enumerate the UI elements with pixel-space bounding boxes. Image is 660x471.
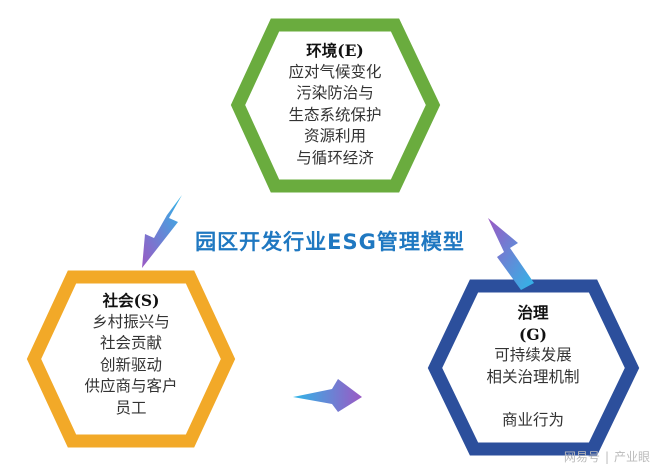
environment-item: 应对气候变化 <box>288 62 382 81</box>
environment-hexagon <box>230 18 441 193</box>
social-hexagon <box>26 270 236 448</box>
environment-item: 生态系统保护 <box>288 105 382 124</box>
environment-heading: 环境(E) <box>306 41 364 60</box>
social-item: 创新驱动 <box>99 355 162 374</box>
environment-item: 资源利用 <box>303 127 366 145</box>
governance-text: 治理 (G) 可持续发展 相关治理机制 商业行为 <box>453 302 613 431</box>
social-item: 员工 <box>115 398 147 417</box>
watermark-author: 产业眼 <box>613 450 650 464</box>
social-item: 乡村振兴与 <box>92 312 170 331</box>
social-item: 社会贡献 <box>99 334 162 352</box>
governance-hexagon <box>427 279 640 456</box>
governance-item: 商业行为 <box>501 410 564 429</box>
watermark-brand: 网易号 <box>563 450 600 464</box>
arrow-governance-to-environment <box>488 218 534 290</box>
governance-heading-code: (G) <box>519 324 547 344</box>
governance-item <box>453 388 613 410</box>
social-item: 供应商与客户 <box>84 377 178 395</box>
environment-item: 与循环经济 <box>296 148 374 167</box>
diagram-title: 园区开发行业ESG管理模型 <box>195 230 465 254</box>
governance-item: 可持续发展 <box>494 346 572 364</box>
governance-heading: 治理 <box>517 303 549 322</box>
watermark: 网易号 | 产业眼 <box>564 448 650 465</box>
governance-item: 相关治理机制 <box>486 367 580 386</box>
environment-item: 污染防治与 <box>296 84 374 102</box>
arrow-social-to-governance <box>293 379 362 412</box>
arrow-environment-to-social <box>142 195 182 268</box>
social-heading: 社会(S) <box>102 291 160 310</box>
environment-text: 环境(E) 应对气候变化 污染防治与 生态系统保护 资源利用 与循环经济 <box>255 40 415 169</box>
watermark-separator: | <box>604 450 609 464</box>
social-text: 社会(S) 乡村振兴与 社会贡献 创新驱动 供应商与客户 员工 <box>51 290 211 419</box>
